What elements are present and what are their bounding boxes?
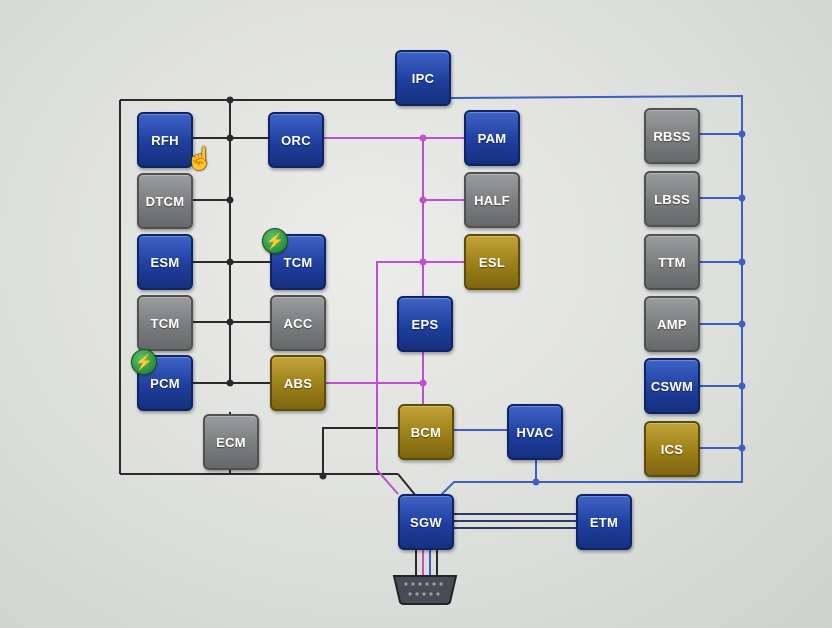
module-eps[interactable]: EPS: [397, 296, 453, 352]
module-pam[interactable]: PAM: [464, 110, 520, 166]
sgw-etm-link: [454, 513, 576, 529]
sgw-obd-wires: [415, 548, 438, 576]
module-esm[interactable]: ESM: [137, 234, 193, 290]
flash-update-icon[interactable]: ⚡: [262, 228, 288, 254]
module-half[interactable]: HALF: [464, 172, 520, 228]
blue-bus: [439, 94, 743, 497]
module-ecm[interactable]: ECM: [203, 414, 259, 470]
module-amp[interactable]: AMP: [644, 296, 700, 352]
magenta-bus-junctions: [419, 134, 427, 387]
module-orc[interactable]: ORC: [268, 112, 324, 168]
obd-port-icon: [392, 575, 458, 605]
module-bcm[interactable]: BCM: [398, 404, 454, 460]
module-abs[interactable]: ABS: [270, 355, 326, 411]
module-lbss[interactable]: LBSS: [644, 171, 700, 227]
hand-pointer-icon: ☝: [186, 146, 214, 171]
module-ics[interactable]: ICS: [644, 421, 700, 477]
module-esl[interactable]: ESL: [464, 234, 520, 290]
module-rbss[interactable]: RBSS: [644, 108, 700, 164]
module-ttm[interactable]: TTM: [644, 234, 700, 290]
module-ipc[interactable]: IPC: [395, 50, 451, 106]
module-tcm-gray[interactable]: TCM: [137, 295, 193, 351]
module-hvac[interactable]: HVAC: [507, 404, 563, 460]
module-acc[interactable]: ACC: [270, 295, 326, 351]
module-cswm[interactable]: CSWM: [644, 358, 700, 414]
flash-update-icon[interactable]: ⚡: [131, 349, 157, 375]
magenta-bus: [322, 137, 464, 495]
module-dtcm[interactable]: DTCM: [137, 173, 193, 229]
black-bus-junctions: [226, 96, 327, 480]
blue-bus-junctions: [532, 130, 746, 486]
module-etm[interactable]: ETM: [576, 494, 632, 550]
module-sgw[interactable]: SGW: [398, 494, 454, 550]
module-rfh[interactable]: RFH: [137, 112, 193, 168]
